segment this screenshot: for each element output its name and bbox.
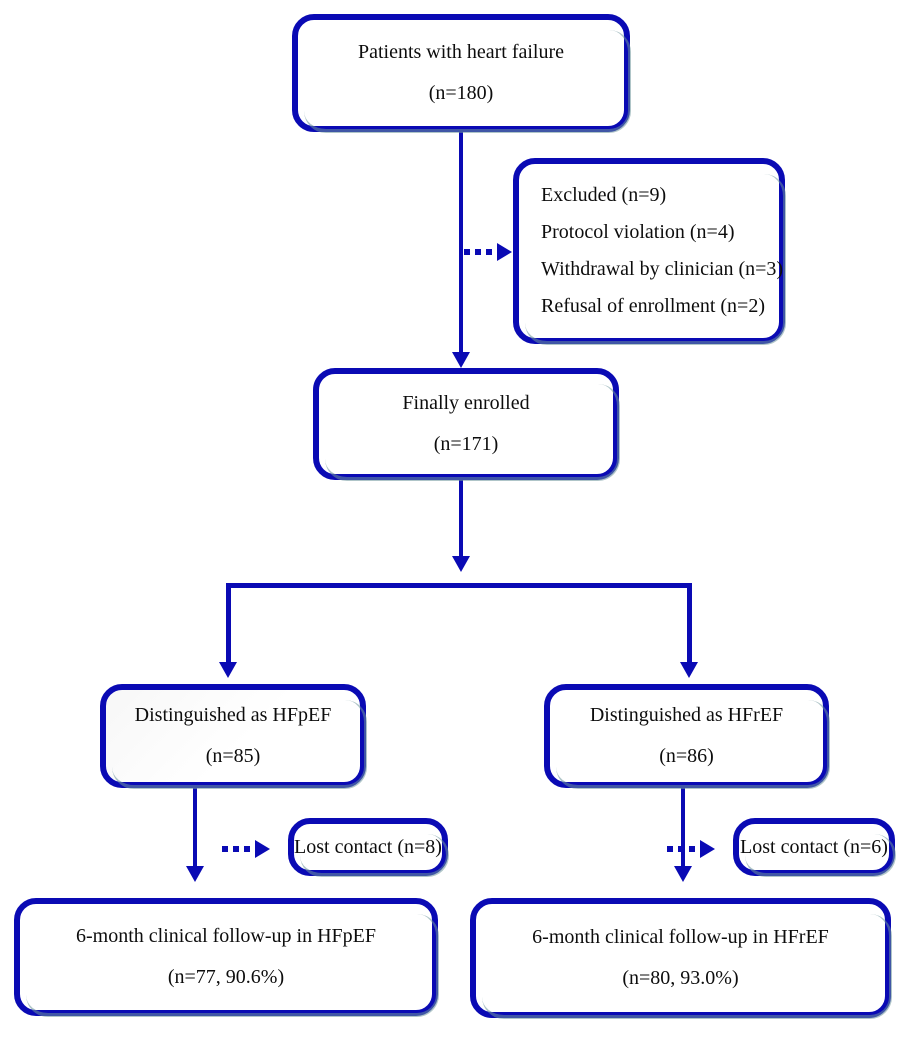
dot-icon	[244, 846, 250, 852]
connector-hfref-to-followup-arrowhead-icon	[674, 866, 692, 882]
node-distinguished-as-hfpef: Distinguished as HFpEF (n=85)	[100, 684, 367, 789]
connector-enrolled-to-split-arrowhead-icon	[452, 556, 470, 572]
arrowhead-right-icon	[700, 840, 715, 858]
connector-hfpef-to-lost-contact-dotted-arrow-icon	[222, 840, 270, 858]
node-label: Patients with heart failure	[357, 41, 565, 63]
node-distinguished-as-hfref: Distinguished as HFrEF (n=86)	[544, 684, 830, 789]
connector-hfpef-to-followup-line	[193, 788, 197, 870]
dot-icon	[475, 249, 481, 255]
connector-heart-failure-to-excluded-dotted-arrow-icon	[464, 243, 512, 261]
node-label: Lost contact (n=8)	[294, 835, 442, 858]
node-count: (n=171)	[433, 433, 499, 455]
dot-icon	[689, 846, 695, 852]
node-label: Withdrawal by clinician (n=3)	[541, 258, 784, 280]
node-label: Protocol violation (n=4)	[541, 221, 735, 243]
dot-icon	[464, 249, 470, 255]
connector-split-to-hfpef-line	[226, 583, 231, 665]
node-label: Excluded (n=9)	[541, 184, 667, 206]
connector-enrolled-to-split-line	[459, 478, 463, 560]
node-patients-with-heart-failure: Patients with heart failure (n=180)	[292, 14, 631, 133]
node-label: 6-month clinical follow-up in HFrEF	[532, 926, 829, 948]
node-count: (n=180)	[428, 82, 494, 104]
dot-icon	[667, 846, 673, 852]
connector-heart-failure-to-enrolled-line	[459, 130, 463, 358]
node-lost-contact-hfpef: Lost contact (n=8)	[288, 818, 449, 877]
connector-hfpef-to-followup-arrowhead-icon	[186, 866, 204, 882]
node-lost-contact-hfref: Lost contact (n=6)	[733, 818, 896, 877]
node-label: Distinguished as HFpEF	[134, 704, 332, 726]
node-count: (n=85)	[205, 745, 261, 767]
node-label: Distinguished as HFrEF	[589, 704, 784, 726]
connector-heart-failure-to-enrolled-arrowhead-icon	[452, 352, 470, 368]
node-excluded: Excluded (n=9) Protocol violation (n=4) …	[513, 158, 786, 345]
node-followup-hfref: 6-month clinical follow-up in HFrEF (n=8…	[470, 898, 892, 1019]
node-followup-hfpef: 6-month clinical follow-up in HFpEF (n=7…	[14, 898, 439, 1017]
node-label: Refusal of enrollment (n=2)	[541, 295, 765, 317]
dot-icon	[486, 249, 492, 255]
node-count: (n=80, 93.0%)	[622, 967, 739, 989]
connector-split-to-hfref-line	[687, 583, 692, 665]
node-label: Lost contact (n=6)	[740, 835, 888, 858]
dot-icon	[222, 846, 228, 852]
split-bar-horizontal	[226, 583, 692, 588]
node-label: 6-month clinical follow-up in HFpEF	[76, 925, 376, 947]
dot-icon	[678, 846, 684, 852]
connector-split-to-hfpef-arrowhead-icon	[219, 662, 237, 678]
node-count: (n=86)	[659, 745, 714, 767]
arrowhead-right-icon	[497, 243, 512, 261]
arrowhead-right-icon	[255, 840, 270, 858]
dot-icon	[233, 846, 239, 852]
node-finally-enrolled: Finally enrolled (n=171)	[313, 368, 620, 481]
node-count: (n=77, 90.6%)	[167, 966, 285, 988]
connector-split-to-hfref-arrowhead-icon	[680, 662, 698, 678]
connector-hfref-to-followup-line	[681, 788, 685, 870]
connector-hfref-to-lost-contact-dotted-arrow-icon	[667, 840, 715, 858]
node-label: Finally enrolled	[402, 392, 530, 414]
